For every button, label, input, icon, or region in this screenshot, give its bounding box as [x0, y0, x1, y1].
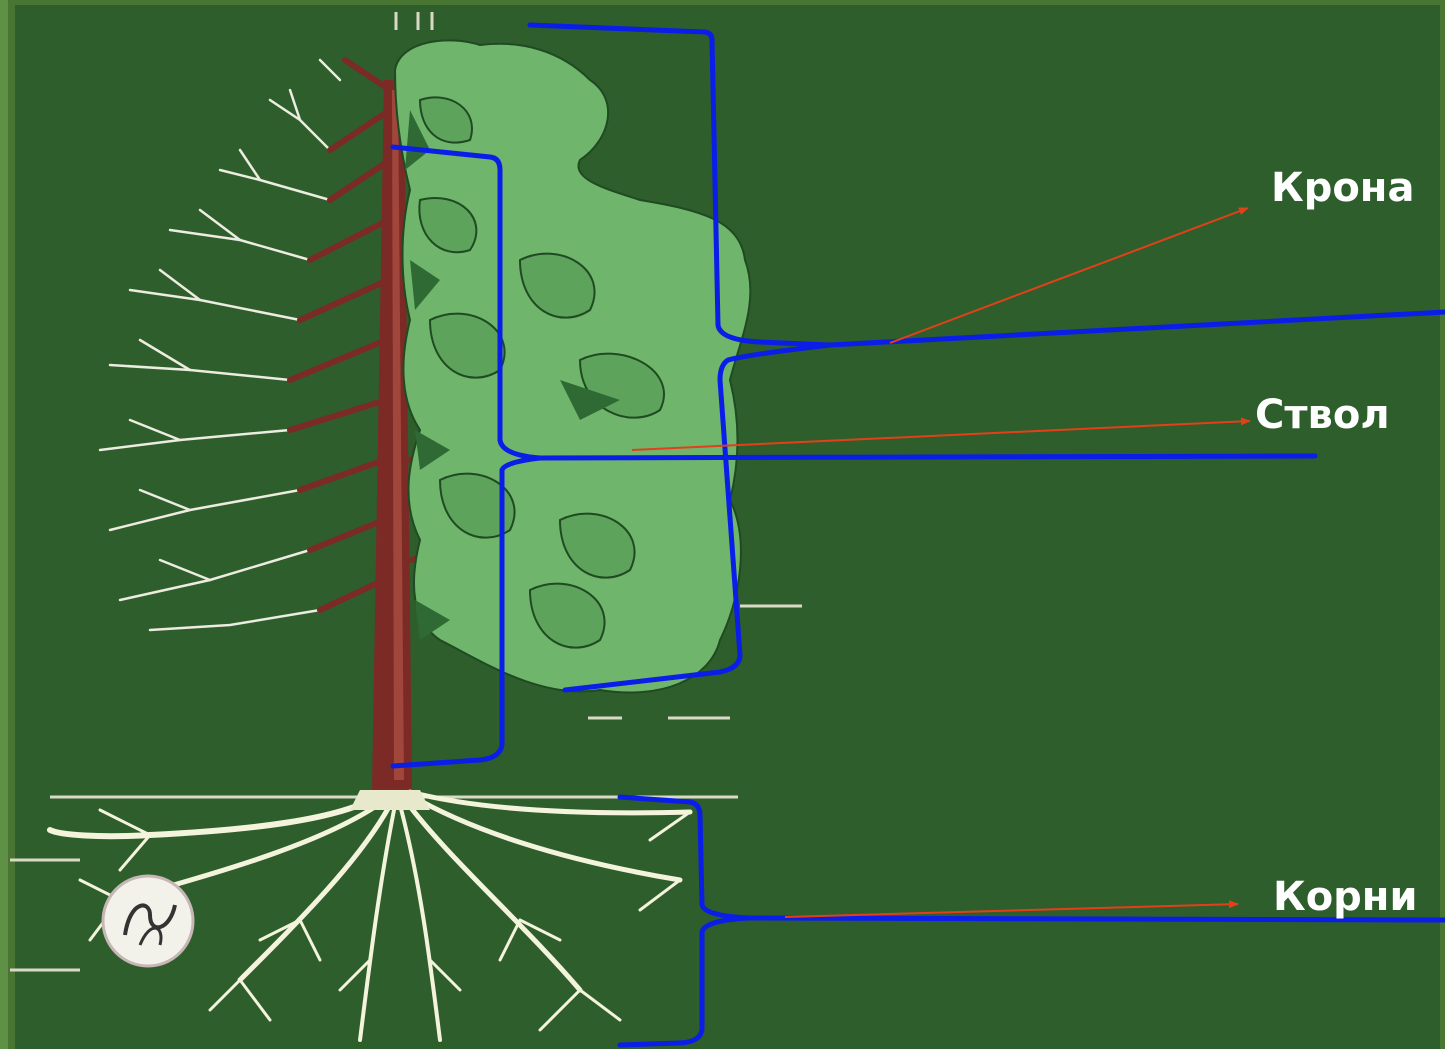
trunk-guide — [540, 456, 1315, 458]
root-collar — [350, 790, 430, 810]
crown-label: Крона — [1271, 168, 1414, 208]
trunk-label: Ствол — [1255, 395, 1390, 435]
roots-label: Корни — [1273, 877, 1417, 917]
logo-stamp — [103, 876, 193, 966]
